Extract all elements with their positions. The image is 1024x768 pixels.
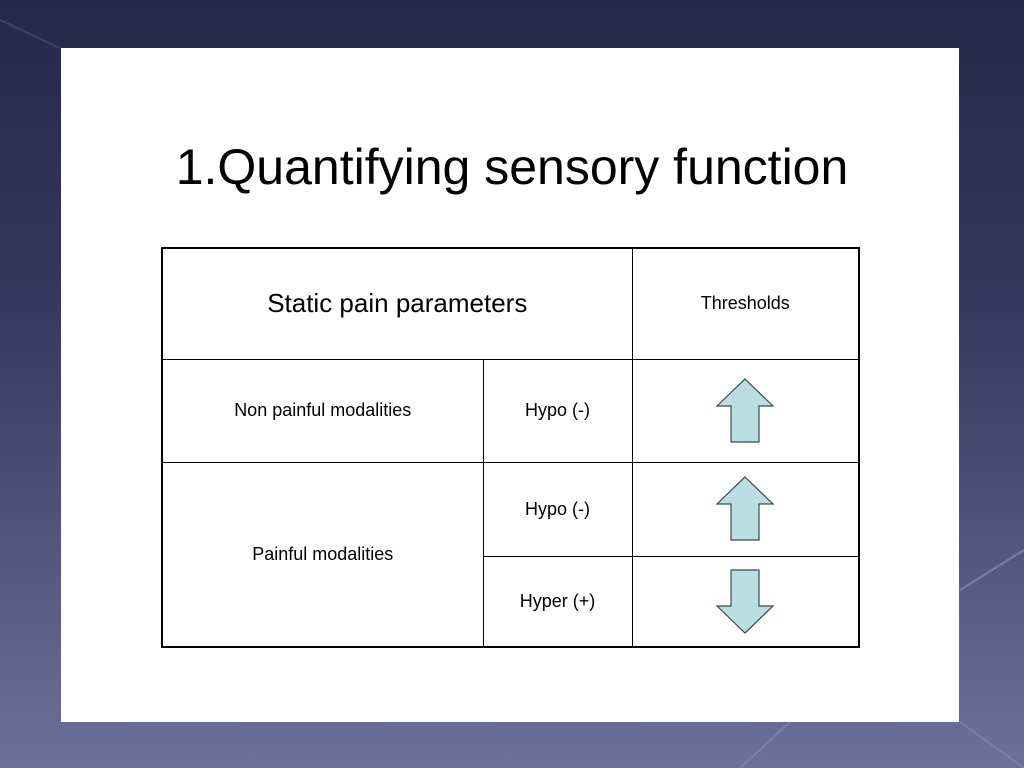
table-row: Painful modalities Hypo (-): [161, 461, 860, 648]
slide-title: 1.Quantifying sensory function: [175, 139, 849, 195]
threshold-cell: [631, 555, 860, 648]
header-thresholds: Thresholds: [631, 247, 860, 360]
threshold-cell: [631, 358, 860, 463]
header-static-pain-parameters: Static pain parameters: [161, 247, 633, 360]
change-cell: Hyper (+): [482, 555, 633, 648]
change-cell: Hypo (-): [482, 461, 633, 557]
modality-cell: Painful modalities: [161, 461, 484, 648]
up-arrow-icon: [715, 476, 775, 541]
modality-cell: Non painful modalities: [161, 358, 484, 463]
table-header-row: Static pain parameters Thresholds: [161, 247, 860, 360]
static-pain-parameters-table: Static pain parameters Thresholds Non pa…: [161, 247, 861, 648]
threshold-cell: [631, 461, 860, 557]
down-arrow-icon: [715, 569, 775, 635]
change-cell: Hypo (-): [482, 358, 633, 463]
table-row: Non painful modalities Hypo (-): [161, 358, 860, 463]
up-arrow-icon: [715, 377, 775, 443]
table-row: Hyper (+): [162, 555, 860, 648]
